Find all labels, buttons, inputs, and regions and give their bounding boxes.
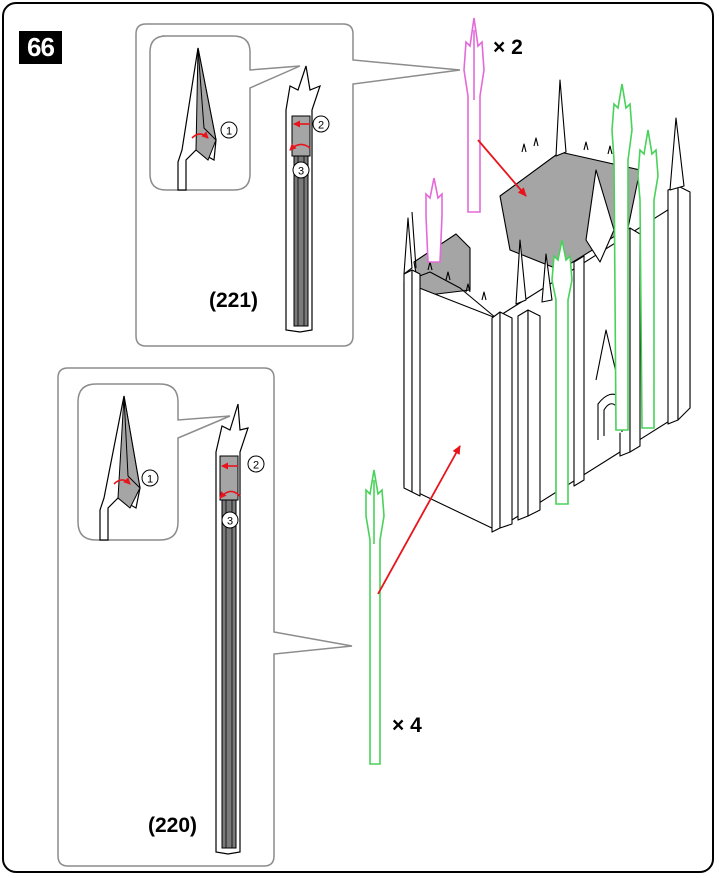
callout-label-220: (220) bbox=[148, 814, 198, 837]
step-circle-1-221 bbox=[220, 121, 238, 139]
placement-arrow-pink bbox=[477, 139, 527, 197]
step-circle-3-221 bbox=[292, 161, 310, 179]
step-number-badge: 66 bbox=[19, 31, 62, 64]
step-num-3-220: 3 bbox=[227, 516, 233, 528]
folded-spire-221 bbox=[285, 65, 321, 333]
step-circle-3-220 bbox=[221, 511, 239, 529]
zoomed-spire-tip-220 bbox=[99, 395, 141, 541]
pink-spire-placed bbox=[425, 177, 443, 263]
placement-arrow-green bbox=[377, 445, 461, 595]
pink-spire-multiplier: × 2 bbox=[493, 36, 523, 59]
callout-panel-220: 1 2 3 bbox=[57, 367, 353, 867]
step-circle-2-220 bbox=[247, 455, 265, 473]
folded-spire-220 bbox=[215, 403, 249, 855]
step-num-3-221: 3 bbox=[298, 166, 304, 178]
green-spire-icon bbox=[365, 469, 385, 765]
callout-label-221: (221) bbox=[209, 289, 259, 312]
step-num-2-220: 2 bbox=[253, 460, 259, 472]
green-spire-placed bbox=[551, 83, 659, 505]
step-circle-2-221 bbox=[312, 115, 330, 133]
step-num-1-221: 1 bbox=[226, 126, 232, 138]
callout-panel-221: 1 2 3 bbox=[135, 23, 461, 347]
step-num-2-221: 2 bbox=[318, 120, 324, 132]
pink-spire-icon bbox=[463, 17, 485, 213]
zoomed-spire-tip-221 bbox=[177, 47, 217, 191]
step-num-1-220: 1 bbox=[147, 474, 153, 486]
step-circle-1-220 bbox=[141, 469, 159, 487]
green-spire-multiplier: × 4 bbox=[392, 714, 422, 737]
